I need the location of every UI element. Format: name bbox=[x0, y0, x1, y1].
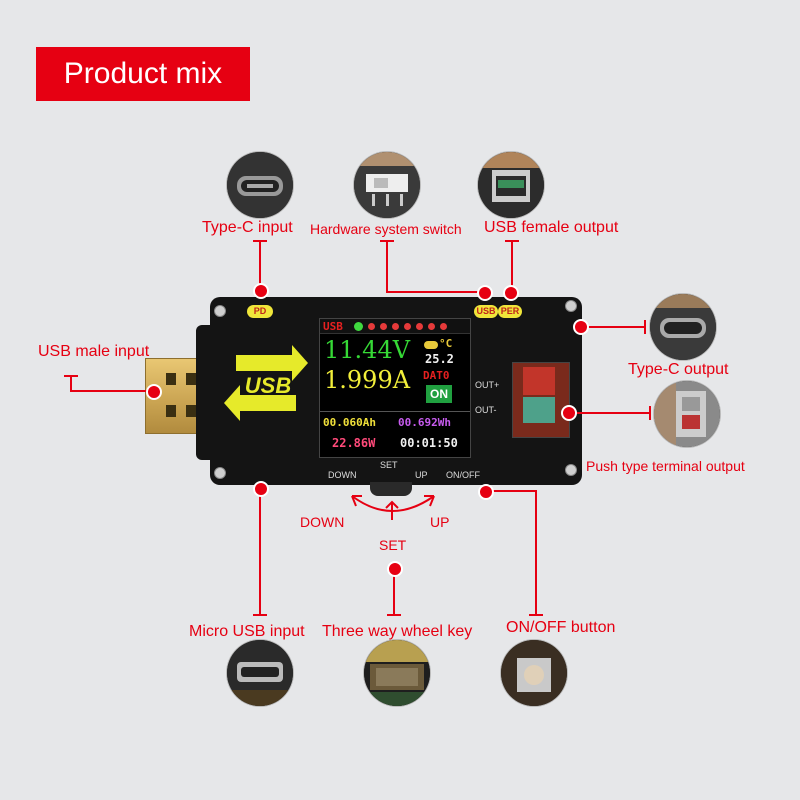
micro-usb-input-label: Micro USB input bbox=[189, 623, 305, 640]
switch-callout-dot bbox=[477, 285, 493, 301]
usb-male-callout-dot bbox=[146, 384, 162, 400]
set-label: SET bbox=[379, 537, 407, 553]
usb-male-input-label: USB male input bbox=[38, 343, 150, 360]
temperature-readout: 25.2 bbox=[425, 352, 454, 366]
screen-mode: USB bbox=[323, 320, 343, 333]
micro-usb-callout-dot bbox=[253, 481, 269, 497]
push-terminal[interactable] bbox=[512, 362, 570, 438]
usb-logo: USB bbox=[222, 333, 310, 433]
device-down-label: DOWN bbox=[328, 470, 357, 480]
device-up-label: UP bbox=[415, 470, 428, 480]
usb-female-photo bbox=[478, 152, 544, 218]
out-plus-label: OUT+ bbox=[475, 380, 500, 390]
hardware-switch-photo bbox=[354, 152, 420, 218]
onoff-button-photo bbox=[501, 640, 567, 706]
onoff-button-label: ON/OFF button bbox=[506, 619, 616, 636]
type-c-input-label: Type-C input bbox=[202, 219, 293, 236]
temp-unit: °C bbox=[439, 337, 453, 350]
energy-readout: 00.692Wh bbox=[398, 416, 451, 429]
usb-female-callout-dot bbox=[503, 285, 519, 301]
push-terminal-photo bbox=[654, 381, 720, 447]
logo-text: USB bbox=[244, 373, 292, 398]
out-minus-label: OUT- bbox=[475, 405, 497, 415]
current-readout: 1.999A bbox=[324, 366, 411, 394]
wheel-arrows bbox=[351, 495, 435, 520]
output-state: ON bbox=[426, 385, 452, 403]
screw-bottom-right bbox=[565, 464, 577, 476]
screw-top-right bbox=[565, 300, 577, 312]
type-c-input-photo bbox=[227, 152, 293, 218]
power-readout: 22.86W bbox=[332, 436, 376, 450]
title-banner: Product mix bbox=[36, 47, 250, 101]
down-label: DOWN bbox=[300, 514, 345, 530]
time-readout: 00:01:50 bbox=[400, 436, 458, 450]
capacity-readout: 00.060Ah bbox=[323, 416, 376, 429]
up-label: UP bbox=[430, 514, 450, 530]
pd-indicator: PD bbox=[247, 305, 273, 318]
thermometer-icon bbox=[424, 341, 438, 349]
micro-usb-photo bbox=[227, 640, 293, 706]
onoff-callout-dot bbox=[478, 484, 494, 500]
charge-level-indicator bbox=[354, 322, 464, 331]
data-label: DAT0 bbox=[423, 369, 450, 382]
push-terminal-output-label: Push type terminal output bbox=[586, 458, 745, 474]
screw-top-left bbox=[214, 305, 226, 317]
device-onoff-label: ON/OFF bbox=[446, 470, 480, 480]
screw-bottom-left bbox=[214, 467, 226, 479]
device-set-label: SET bbox=[380, 460, 398, 470]
wheel-key-photo bbox=[364, 640, 430, 706]
wheel-key-label: Three way wheel key bbox=[322, 623, 473, 640]
usb-tester-device: PD USB PER USB USB 11.44V 1.999A °C 25.2… bbox=[196, 297, 582, 485]
lcd-screen: USB 11.44V 1.999A °C 25.2 DAT0 ON 00.060… bbox=[319, 318, 471, 458]
type-c-output-label: Type-C output bbox=[628, 361, 729, 378]
wheel-callout-dot bbox=[387, 561, 403, 577]
usb-female-output-label: USB female output bbox=[484, 219, 619, 236]
push-terminal-callout-dot bbox=[561, 405, 577, 421]
usb-indicator: USB bbox=[474, 305, 498, 318]
hardware-switch-label: Hardware system switch bbox=[310, 221, 462, 237]
voltage-readout: 11.44V bbox=[324, 336, 411, 364]
type-c-output-callout-dot bbox=[573, 319, 589, 335]
per-indicator: PER bbox=[498, 305, 522, 318]
pd-callout-dot bbox=[253, 283, 269, 299]
type-c-output-photo bbox=[650, 294, 716, 360]
wheel-knob[interactable] bbox=[370, 482, 412, 496]
